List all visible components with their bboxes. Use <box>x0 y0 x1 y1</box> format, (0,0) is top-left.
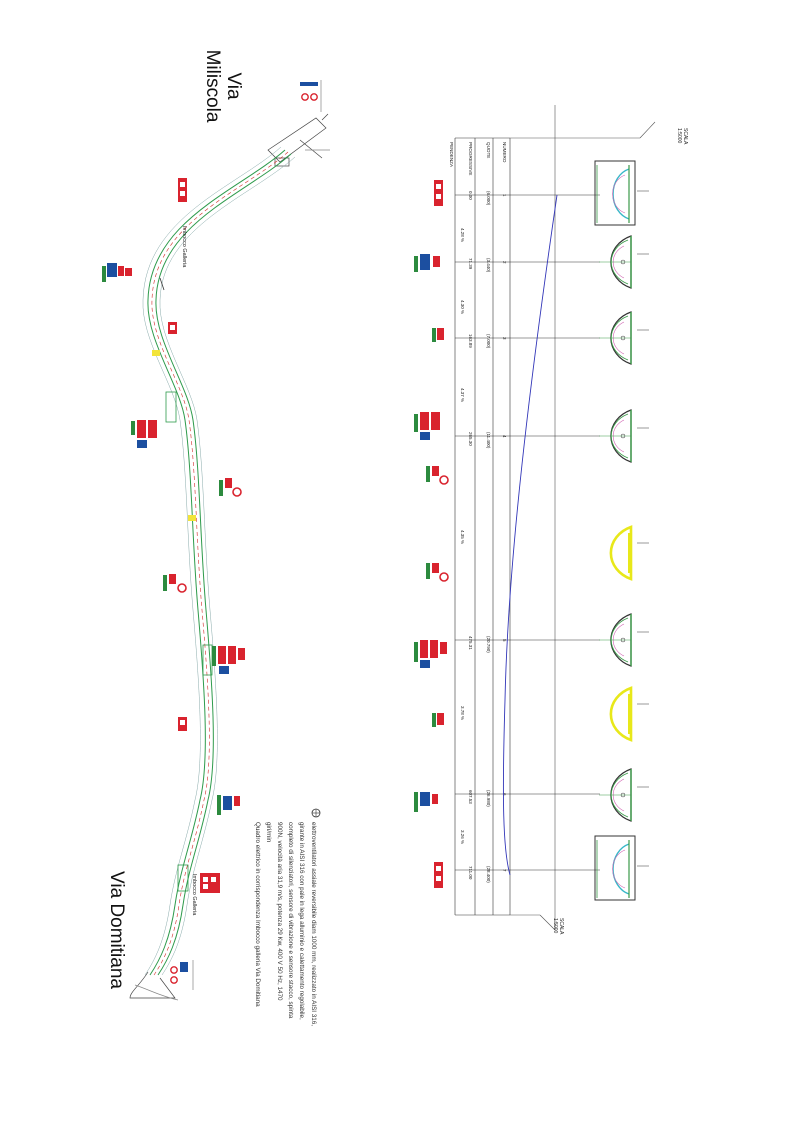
via-miliscola-label-line1: Via <box>223 72 244 100</box>
plan-sign-fire-8 <box>178 717 187 731</box>
slope-value: 3.78 % <box>460 706 465 720</box>
profile-sign-fire-3 <box>432 328 444 342</box>
slope-value: 4.37 % <box>460 388 465 402</box>
plan-sign-group-6 <box>163 574 187 593</box>
cross-section-2 <box>599 235 649 289</box>
plan-sign-group-9 <box>217 795 240 815</box>
station-progressiva: 475.31 <box>468 636 473 650</box>
prohibition-sign-icon <box>301 93 309 101</box>
imbocco-north-label: Imbocco Galleria <box>181 226 187 268</box>
profile-sign-group-4 <box>414 412 440 440</box>
station-number: 7 <box>502 869 507 872</box>
profile-sign-fire-8 <box>432 713 444 727</box>
scala-top-value: 1:5000 <box>676 128 682 144</box>
station-number: 4 <box>502 435 507 438</box>
note-line: Quadro elettrico in corrispondenza Imboc… <box>254 822 261 1007</box>
south-road-stub <box>129 971 179 1001</box>
slope-value: 3.26 % <box>460 830 465 844</box>
profile-sign-group-7 <box>414 640 447 668</box>
station-number: 3 <box>502 337 507 340</box>
station-number: 1 <box>502 194 507 197</box>
tunnel-cross-sections <box>594 160 649 901</box>
prohibition-sign-icon <box>170 966 178 974</box>
station-progressiva: 163.89 <box>468 334 473 348</box>
note-line: elettroventilatori assiale reversibile d… <box>310 822 317 1026</box>
slope-value: 4.30 % <box>460 300 465 314</box>
plan-sign-group-5 <box>219 478 242 497</box>
profile-sign-sos-1 <box>434 180 443 206</box>
cross-section-5 <box>609 525 649 581</box>
profile-header-progressive: PROGRESSIVE <box>468 142 473 175</box>
prohibition-sign-icon <box>170 976 178 984</box>
speed-limit-sign-icon <box>177 583 187 593</box>
profile-sign-group-2 <box>414 254 440 272</box>
station-quota: (20.790) <box>486 636 491 653</box>
station-quota: (6.000) <box>486 191 491 206</box>
plan-view: Via Miliscola Via Domitiana <box>102 50 330 1001</box>
prohibition-sign-icon <box>232 487 242 497</box>
profile-header-pendenza: PENDENZA <box>449 142 454 168</box>
station-progressiva: 265.30 <box>468 432 473 446</box>
slope-value: 4.35 % <box>460 530 465 544</box>
station-quota: (7.000) <box>486 334 491 349</box>
station-quota: (26.980) <box>486 790 491 807</box>
plan-sign-group-2 <box>102 263 132 282</box>
plan-sign-sos-1 <box>178 178 187 202</box>
profile-grade-line <box>502 194 558 876</box>
cross-section-8 <box>599 768 649 822</box>
station-progressiva: 71.39 <box>468 258 473 270</box>
cross-section-6 <box>599 613 649 667</box>
plan-sign-group-portal-south <box>170 960 194 990</box>
station-progressiva: 0.00 <box>468 191 473 200</box>
station-number: 6 <box>502 793 507 796</box>
plan-sign-fire-3 <box>168 322 177 334</box>
prohibition-sign-icon <box>310 93 318 101</box>
station-progressiva: 607.53 <box>468 790 473 804</box>
profile-signs <box>414 180 449 888</box>
plan-sign-group-7 <box>212 646 245 674</box>
note-line: girante in AISI 316 con pale in lega all… <box>298 822 305 1020</box>
slope-value: 4.28 % <box>460 228 465 242</box>
scala-bottom-label: SCALA <box>558 918 564 935</box>
profile-sign-group-9 <box>414 792 438 812</box>
longitudinal-profile: NUMERO QUOTE PROGRESSIVE PENDENZA 1 (6.000) 0… <box>449 105 688 935</box>
cross-section-7 <box>609 686 649 742</box>
profile-sign-group-5 <box>426 466 449 485</box>
cross-section-4 <box>599 409 649 463</box>
plan-sign-group-portal-north <box>300 80 322 112</box>
profile-header-quote: QUOTE <box>486 142 491 158</box>
scala-top-label: SCALA <box>682 128 688 145</box>
fan-specification-note: elettroventilatori assiale reversibile d… <box>254 808 321 1026</box>
north-road-stub <box>267 113 330 167</box>
plan-sign-sos-10 <box>200 873 220 893</box>
via-miliscola-label-line2: Miliscola <box>202 50 223 123</box>
imbocco-south-label: Imbocco Galleria <box>191 874 197 916</box>
profile-header-numero: NUMERO <box>502 142 507 163</box>
station-quota: (3.440) <box>486 258 491 273</box>
station-quota: (11.400) <box>486 432 491 449</box>
station-number: 2 <box>502 261 507 264</box>
tunnel-alignment <box>142 146 296 976</box>
plan-sign-group-4 <box>131 420 157 448</box>
profile-sign-group-6 <box>426 563 449 582</box>
scala-bottom-value: 1:5000 <box>552 918 558 934</box>
station-number: 5 <box>502 639 507 642</box>
cross-section-9 <box>594 835 649 901</box>
note-line: completo di silenziatori, sensore di vib… <box>287 822 294 1019</box>
via-domitiana-label: Via Domitiana <box>106 871 127 989</box>
profile-sign-sos-10 <box>434 862 443 888</box>
cross-section-1 <box>594 160 649 226</box>
note-line: 900N, velocità aria 31,9 m/s, potenza 29… <box>276 822 283 1001</box>
cross-section-3 <box>599 311 649 365</box>
station-progressiva: 711.00 <box>468 866 473 880</box>
station-quota: (28.400) <box>486 866 491 883</box>
note-line: giri/min <box>265 822 272 843</box>
